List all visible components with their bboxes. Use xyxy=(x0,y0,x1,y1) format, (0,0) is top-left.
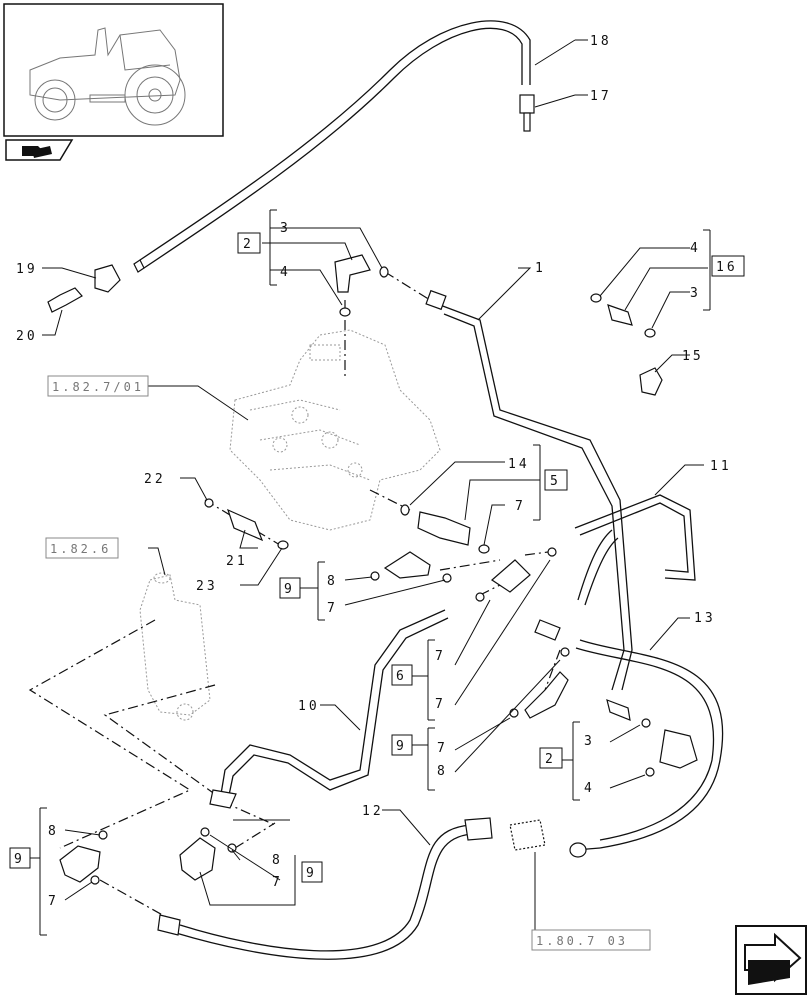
callout-7-a: 7 xyxy=(515,499,526,514)
callout-8-d: 8 xyxy=(272,853,283,868)
part-19-clip xyxy=(94,264,121,293)
lift-cylinder-ghost xyxy=(139,572,211,721)
callout-9-center: 9 xyxy=(306,866,317,881)
callout-4-lower: 4 xyxy=(584,781,595,796)
callout-12: 12 xyxy=(362,804,384,819)
callout-19: 19 xyxy=(16,262,38,277)
callout-15: 15 xyxy=(682,349,704,364)
callout-7-f: 7 xyxy=(48,894,59,909)
reference-box-coupler[interactable]: 1.80.7 03 xyxy=(531,929,651,951)
callout-3-upper: 3 xyxy=(280,221,291,236)
hose-18 xyxy=(133,20,531,273)
part-6-tee xyxy=(475,547,557,602)
callout-3-right: 3 xyxy=(690,286,701,301)
callout-20: 20 xyxy=(16,329,38,344)
reference-box-cylinder[interactable]: 1.82.6 xyxy=(45,537,119,559)
leader-lines xyxy=(30,39,711,940)
callout-21: 21 xyxy=(226,554,248,569)
callout-box-2-upper: 2 xyxy=(237,232,261,254)
callout-7-b: 7 xyxy=(327,601,338,616)
callout-9-right: 9 xyxy=(396,739,407,754)
callout-8-b: 8 xyxy=(437,764,448,779)
callout-10: 10 xyxy=(298,699,320,714)
callout-16: 16 xyxy=(716,260,738,275)
callout-box-16: 16 xyxy=(711,255,745,277)
reference-coupler: 1.80.7 03 xyxy=(536,934,628,948)
callout-9-mid: 9 xyxy=(284,582,295,597)
part-2-elbow-upper xyxy=(334,254,389,317)
part-2-elbow-right xyxy=(606,699,698,777)
callout-9-left: 9 xyxy=(14,852,25,867)
callout-box-2-right: 2 xyxy=(539,747,563,769)
next-page-arrow-icon[interactable] xyxy=(735,925,807,995)
part-20-fitting xyxy=(47,287,83,313)
hose-13 xyxy=(575,529,723,849)
part-9-elbow-lower-center xyxy=(179,789,237,881)
part-21-adapter xyxy=(204,498,289,550)
control-valve-ghost xyxy=(229,329,441,531)
callout-8-a: 8 xyxy=(327,574,338,589)
part-1-end-fitting xyxy=(425,289,447,311)
part-9-elbow-lower xyxy=(59,830,108,885)
callout-13: 13 xyxy=(694,611,716,626)
assembly-dash-lines xyxy=(28,271,561,923)
callout-14: 14 xyxy=(508,457,530,472)
callout-5: 5 xyxy=(550,474,561,489)
part-17-fitting xyxy=(519,94,535,132)
part-16-kit xyxy=(590,293,656,338)
callout-2-right: 2 xyxy=(545,752,556,767)
callout-4-right: 4 xyxy=(690,241,701,256)
callout-6: 6 xyxy=(396,669,407,684)
callout-box-9-center: 9 xyxy=(301,861,323,883)
callout-3-lower: 3 xyxy=(584,734,595,749)
callout-box-9-mid: 9 xyxy=(279,577,301,599)
callout-box-6: 6 xyxy=(391,664,413,686)
reference-box-valve[interactable]: 1.82.7/01 xyxy=(47,375,149,397)
callout-1: 1 xyxy=(535,261,546,276)
callout-4-upper: 4 xyxy=(280,265,291,280)
reference-cylinder: 1.82.6 xyxy=(50,542,111,556)
callout-22: 22 xyxy=(144,472,166,487)
part-14-fitting xyxy=(400,504,490,554)
reference-valve: 1.82.7/01 xyxy=(52,380,144,394)
quick-coupler xyxy=(157,817,587,936)
callout-box-5: 5 xyxy=(544,469,568,491)
callout-7-e: 7 xyxy=(437,741,448,756)
callout-18: 18 xyxy=(590,34,612,49)
callout-11: 11 xyxy=(710,459,732,474)
callout-labels: 18 17 19 20 3 4 1 4 3 15 14 7 11 22 21 2… xyxy=(16,34,732,909)
callout-23: 23 xyxy=(196,579,218,594)
part-15-cap xyxy=(639,367,663,396)
pipe-10 xyxy=(219,609,449,801)
callout-7-g: 7 xyxy=(272,875,283,890)
callout-8-c: 8 xyxy=(48,824,59,839)
pipe-11 xyxy=(574,494,696,581)
callout-17: 17 xyxy=(590,89,612,104)
callout-7-c: 7 xyxy=(435,649,446,664)
callout-2-upper: 2 xyxy=(243,237,254,252)
callout-box-9-right: 9 xyxy=(391,734,413,756)
tractor-thumbnail xyxy=(3,3,224,137)
callout-7-d: 7 xyxy=(435,697,446,712)
section-tab-icon[interactable] xyxy=(5,139,74,161)
part-9-elbow-mid xyxy=(370,551,452,583)
callout-box-9-left: 9 xyxy=(9,847,31,869)
